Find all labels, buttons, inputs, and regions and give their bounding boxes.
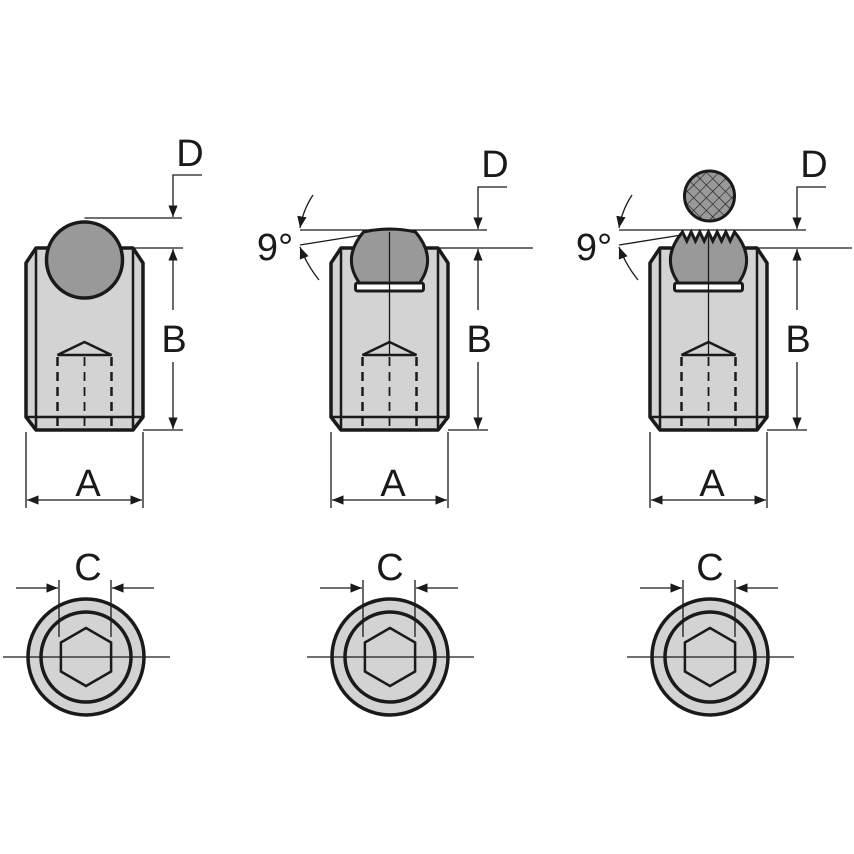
- dimension-d-arrow: [473, 186, 507, 229]
- dimension-c-label: C: [696, 547, 723, 589]
- angle-label: 9°: [257, 227, 293, 269]
- dimension-d-label: D: [176, 133, 203, 175]
- dimension-d-arrow: [792, 186, 826, 229]
- hex-socket: [363, 626, 417, 688]
- angle-line: [618, 234, 682, 246]
- dimension-b-label: B: [466, 319, 491, 361]
- dimension-d-label: D: [481, 144, 508, 186]
- angle-arrow: [616, 194, 633, 229]
- angle-arrow: [618, 246, 639, 281]
- knurled-detail-view: [683, 169, 736, 223]
- dimension-c-label: C: [376, 547, 403, 589]
- dimension-b-label: B: [161, 319, 186, 361]
- dimension-b-label: B: [785, 319, 810, 361]
- dimension-a-label: A: [75, 463, 101, 505]
- hex-socket: [683, 626, 737, 688]
- dimension-a-label: A: [380, 463, 406, 505]
- angle-line: [299, 234, 363, 246]
- plunger-body: [24, 246, 145, 432]
- angle-arrow: [299, 246, 320, 281]
- angle-label: 9°: [576, 227, 612, 269]
- dimension-c-label: C: [74, 547, 101, 589]
- hex-socket-tip: [56, 340, 113, 357]
- hex-socket: [59, 626, 113, 688]
- dimension-d-label: D: [800, 144, 827, 186]
- dimension-d-arrow: [168, 174, 202, 217]
- angle-arrow: [297, 194, 314, 229]
- dimension-a-label: A: [699, 463, 725, 505]
- ball: [44, 220, 125, 300]
